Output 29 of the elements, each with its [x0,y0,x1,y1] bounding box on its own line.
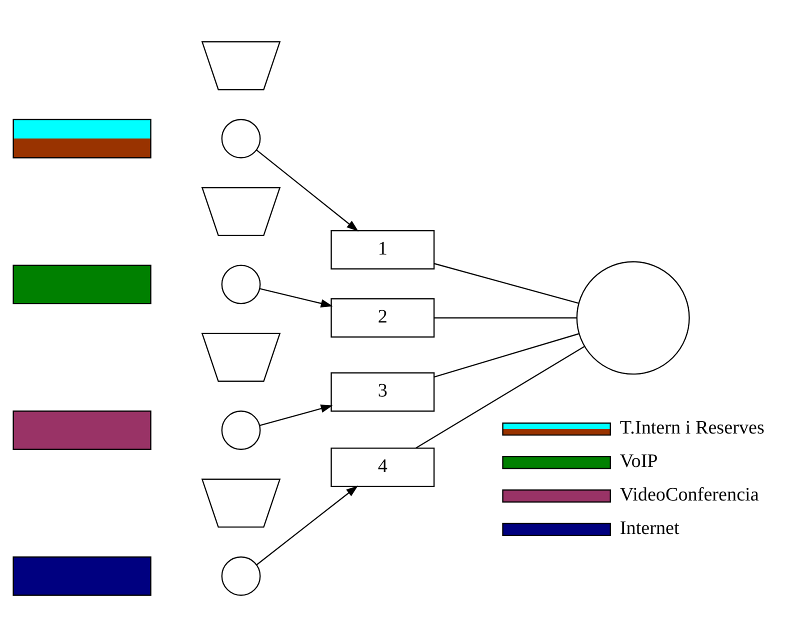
node-funnel [201,332,281,382]
node-bar [12,118,152,158]
arrow [260,404,333,426]
connector [434,333,580,378]
node-circle [221,410,261,450]
node-box: 2 [330,298,435,338]
node-circle [221,556,261,596]
connector [415,346,585,449]
node-circle [221,118,261,158]
node-bar [12,264,152,304]
node-funnel [201,478,281,528]
connector [434,263,579,304]
legend-label: T.Intern i Reserves [620,418,764,439]
legend-label: Internet [620,518,680,540]
node-box: 3 [330,372,435,412]
node-box: 4 [330,448,435,488]
node-circle [221,264,261,304]
node-box: 1 [330,230,435,270]
legend-label: VideoConferencia [620,484,759,506]
legend-label: VoIP [620,451,658,472]
arrow [256,150,359,232]
node-bar [12,410,152,450]
arrow [256,486,358,566]
node-funnel [201,41,281,90]
node-bar [12,556,152,596]
node-circle [576,261,690,375]
connector [434,317,577,318]
arrow [260,288,333,308]
node-funnel [201,187,281,236]
